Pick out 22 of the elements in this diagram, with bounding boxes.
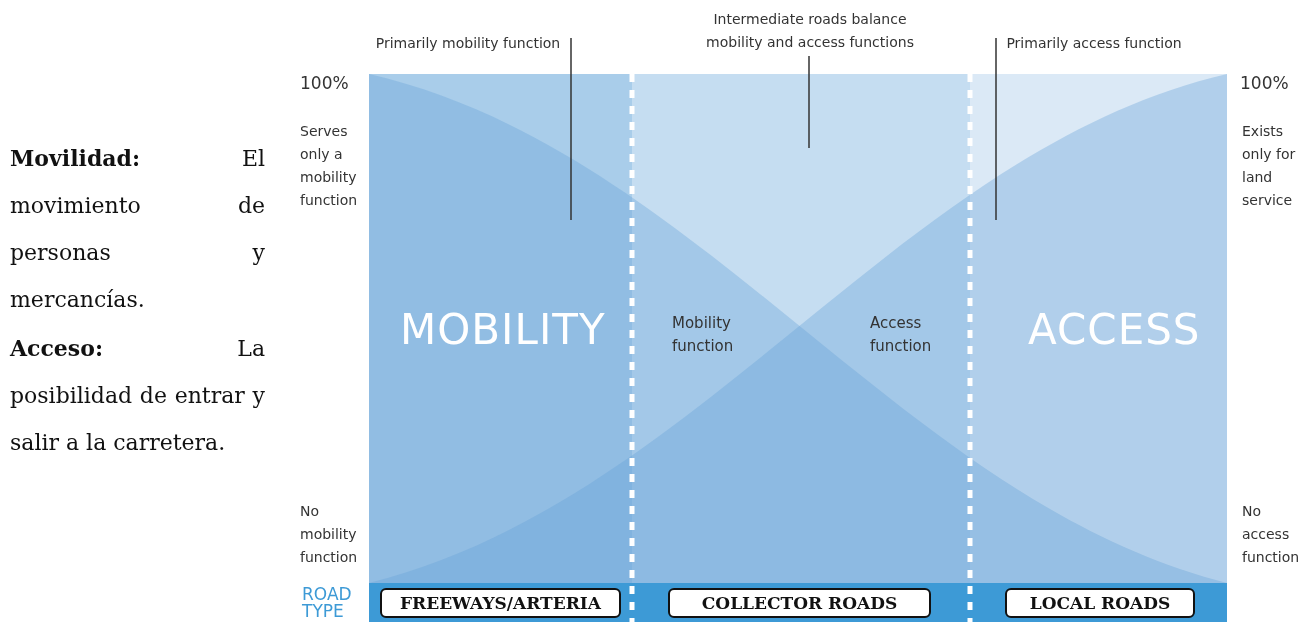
leader-line: [808, 55, 810, 149]
zone-title: MOBILITY: [400, 305, 606, 354]
definition-text: Acceso: La posibilidad de entrar y salir a la carretera.: [10, 334, 265, 457]
callout-text: Primarily mobility function: [365, 32, 571, 56]
axis-note: Exists only for land service: [1242, 122, 1297, 210]
axis-note: 100%: [1240, 72, 1290, 95]
axis-note: 100%: [300, 72, 350, 95]
leader-line: [570, 37, 572, 221]
curve-label: Mobility function: [672, 313, 735, 357]
zone-title: ACCESS: [1028, 305, 1201, 354]
axis-note: No mobility function: [300, 502, 359, 567]
road-type-label: FREEWAYS/ARTERIA: [380, 588, 621, 618]
axis-note: No access function: [1242, 502, 1301, 567]
road-type-label: LOCAL ROADS: [1005, 588, 1195, 618]
road-type-label: COLLECTOR ROADS: [668, 588, 931, 618]
definition-text: Movilidad: El movimiento de personas y mercancías.: [10, 144, 265, 314]
leader-line: [995, 37, 997, 221]
row-title: ROAD TYPE: [302, 586, 353, 620]
callout-text: Primarily access function: [996, 32, 1192, 56]
axis-note: Serves only a mobility function: [300, 122, 359, 210]
curve-label: Access function: [870, 313, 933, 357]
callout-text: Intermediate roads balance mobility and access functions: [690, 8, 930, 56]
